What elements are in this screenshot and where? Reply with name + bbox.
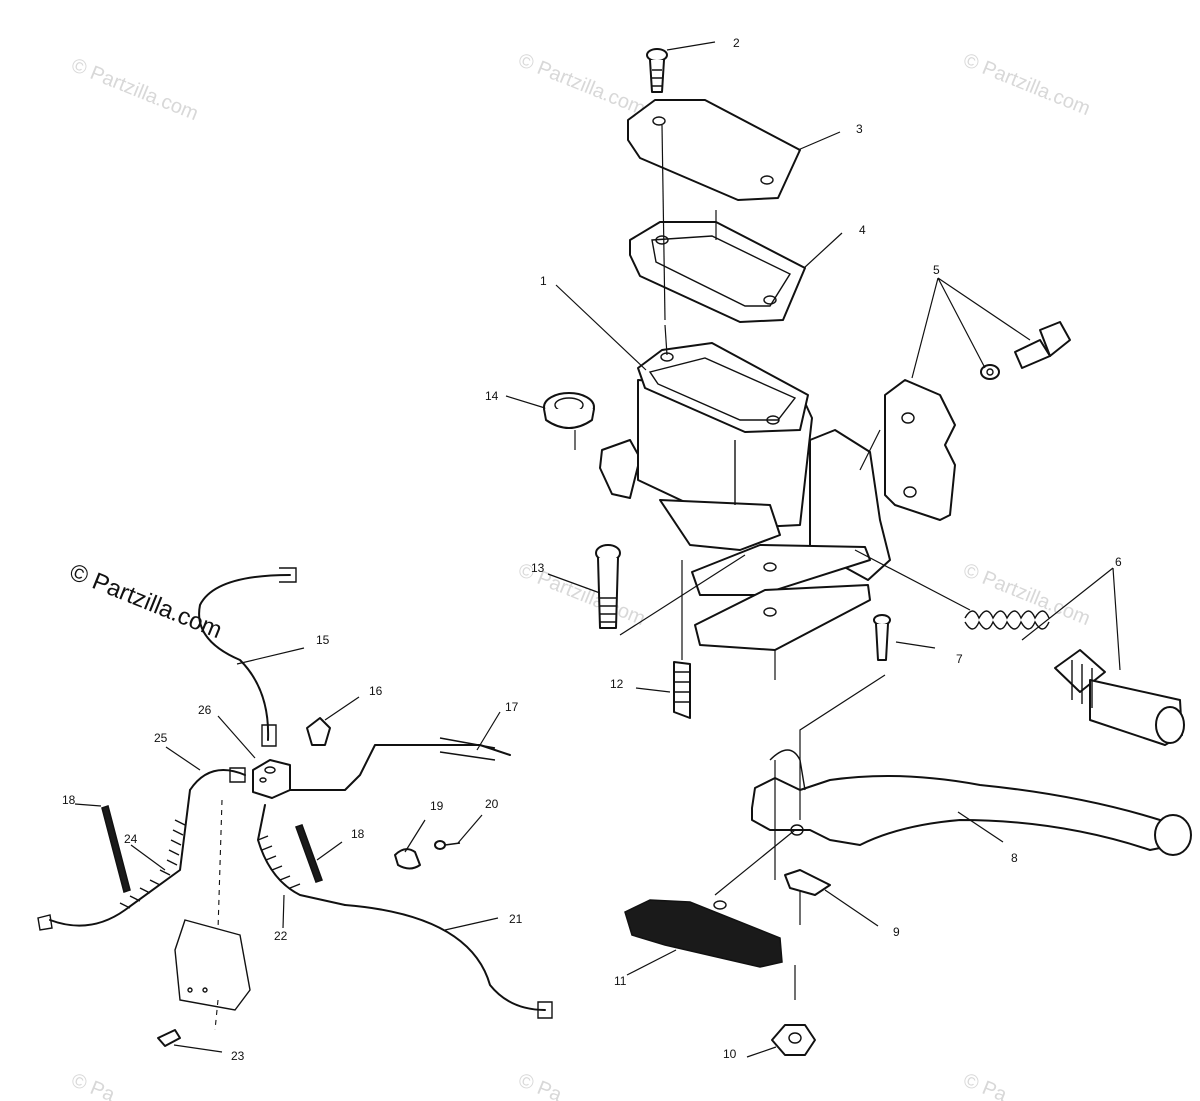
- callout-17: 17: [505, 700, 519, 714]
- part-2-cover-screw: [646, 48, 668, 93]
- watermark-bottom-right: © Pa: [960, 1069, 1011, 1101]
- callout-11: 11: [614, 974, 627, 988]
- callout-leaders: [74, 41, 1121, 1058]
- callout-25: 25: [154, 731, 168, 745]
- frame-fragment: [174, 919, 251, 1011]
- watermark-mid-right: © Partzilla.com: [960, 559, 1093, 630]
- callout-numbers: 1 2 3 4 5 6 7 8 9 10 11 12 13 14 15 16 1…: [62, 36, 1122, 1063]
- part-6-piston-assembly: [964, 610, 1185, 746]
- watermark-top-left: © Partzilla.com: [68, 54, 201, 125]
- part-13-clamp-bolt: [595, 544, 621, 629]
- part-12-switch-screw: [673, 661, 691, 719]
- part-19-hose-clamp: [394, 848, 421, 870]
- callout-10: 10: [723, 1047, 737, 1061]
- part-11-parking-lever: [624, 899, 783, 968]
- assembly-lines-right: [574, 124, 971, 1000]
- callout-6: 6: [1115, 555, 1122, 569]
- callout-5: 5: [933, 263, 940, 277]
- callout-19: 19: [430, 799, 444, 813]
- part-24-brake-hose-left: [37, 789, 191, 931]
- callout-9: 9: [893, 925, 900, 939]
- watermark-group: © Partzilla.com © Partzilla.com © Partzi…: [66, 49, 1094, 1101]
- callout-18-left: 18: [62, 793, 76, 807]
- callout-3: 3: [856, 122, 863, 136]
- part-18-cable-tie-right: [295, 824, 323, 883]
- callout-1: 1: [540, 274, 547, 288]
- callout-18-right: 18: [351, 827, 365, 841]
- callout-21: 21: [509, 912, 523, 926]
- part-20-clamp-screw: [434, 840, 461, 850]
- callout-8: 8: [1011, 851, 1018, 865]
- callout-16: 16: [369, 684, 383, 698]
- part-10-lock-nut: [771, 1024, 816, 1056]
- callout-20: 20: [485, 797, 499, 811]
- watermark-top-center: © Partzilla.com: [515, 49, 648, 120]
- part-17-brake-line: [289, 737, 511, 791]
- callout-12: 12: [610, 677, 624, 691]
- callout-15: 15: [316, 633, 330, 647]
- callout-2: 2: [733, 36, 740, 50]
- part-18-cable-tie-left: [101, 805, 131, 893]
- part-21-brake-hose-long: [344, 904, 553, 1019]
- callout-13: 13: [531, 561, 545, 575]
- part-3-reservoir-cover: [627, 99, 801, 201]
- callout-23: 23: [231, 1049, 245, 1063]
- callout-7: 7: [956, 652, 963, 666]
- callout-22: 22: [274, 929, 288, 943]
- part-4-diaphragm-gasket: [629, 221, 806, 323]
- watermark-top-right: © Partzilla.com: [960, 49, 1093, 120]
- part-26-junction-block: [252, 759, 291, 799]
- callout-14: 14: [485, 389, 499, 403]
- part-14-dust-boot: [543, 392, 595, 429]
- part-8-brake-lever: [751, 749, 1192, 856]
- part-25-hose-fitting: [189, 767, 246, 791]
- callout-24: 24: [124, 832, 138, 846]
- part-23-mounting-screw: [157, 1029, 181, 1047]
- part-16-bleeder-valve: [306, 717, 331, 746]
- part-5-handlebar-clamp: [884, 321, 1071, 521]
- assembly-lines-left: [214, 799, 223, 1031]
- watermark-bottom-left: © Pa: [68, 1069, 119, 1101]
- part-15-brake-hose: [198, 567, 297, 747]
- watermark-bottom-center: © Pa: [515, 1069, 566, 1101]
- callout-26: 26: [198, 703, 212, 717]
- callout-4: 4: [859, 223, 866, 237]
- part-22-brake-hose-spiral: [257, 804, 346, 906]
- part-7-pivot-bolt: [873, 614, 891, 661]
- part-9-lever-clip: [784, 869, 831, 896]
- part-1-master-cylinder-body: [599, 342, 891, 651]
